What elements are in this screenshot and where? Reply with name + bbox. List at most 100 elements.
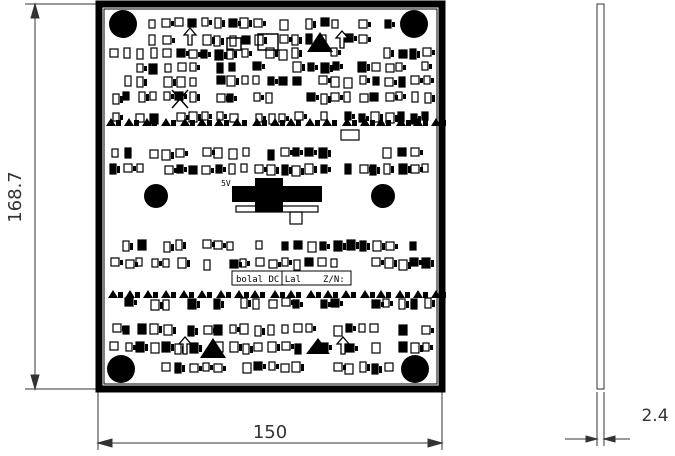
smd-component: [278, 49, 288, 61]
smd-pad: [431, 260, 434, 267]
smd-component: [229, 324, 237, 334]
smd-component: [265, 92, 273, 104]
smd-component: [163, 76, 173, 88]
smd-pad: [328, 150, 331, 157]
smd-component: [369, 323, 379, 333]
led-component: [250, 290, 265, 298]
led-component: [341, 290, 356, 298]
smd-component: [279, 34, 289, 44]
smd-pad: [262, 328, 265, 335]
smd-component: [268, 361, 276, 371]
led-component: [395, 290, 410, 298]
smd-component: [201, 165, 211, 175]
smd-pad: [420, 150, 423, 155]
smd-pad: [406, 301, 409, 308]
smd-pad: [300, 150, 303, 155]
smd-component: [214, 49, 224, 61]
smd-component: [239, 17, 249, 29]
panel-label-box: [231, 270, 352, 286]
ic-center-bottom: [289, 211, 303, 225]
esd-warning-bottom-left: [200, 338, 226, 358]
orientation-arrows: [177, 27, 351, 355]
led-component: [306, 290, 321, 298]
smd-component: [254, 325, 262, 337]
led-component: [413, 290, 428, 298]
smd-pad: [234, 51, 237, 58]
smd-component: [254, 34, 264, 46]
smd-component: [320, 93, 328, 105]
smd-component: [201, 17, 209, 27]
smd-component: [175, 239, 183, 251]
smd-component: [331, 19, 339, 29]
smd-component: [163, 324, 173, 336]
smd-pad: [221, 301, 224, 308]
smd-pad: [160, 302, 163, 309]
smd-pad: [250, 346, 253, 353]
smd-component: [111, 148, 119, 158]
smd-component: [306, 92, 316, 102]
smd-pad: [249, 51, 252, 56]
smd-component: [385, 63, 395, 73]
smd-component: [229, 113, 239, 123]
smd-component: [398, 163, 408, 175]
led-component: [360, 118, 375, 126]
smd-pad: [208, 52, 211, 57]
smd-pad: [120, 96, 123, 103]
led-component: [323, 290, 338, 298]
smd-pad: [366, 116, 369, 121]
smd-pad: [330, 65, 333, 72]
smd-pad: [197, 94, 200, 101]
smd-component: [255, 257, 265, 267]
smd-pad: [353, 326, 356, 331]
smd-pad: [146, 94, 149, 101]
smd-component: [398, 76, 406, 88]
smd-component: [398, 49, 408, 59]
smd-component: [112, 93, 120, 105]
connector-right: [282, 186, 322, 202]
smd-component: [174, 17, 184, 27]
smd-component: [330, 92, 340, 102]
arrow-up-4: [335, 336, 351, 355]
smd-pad: [431, 328, 434, 333]
smd-component: [281, 341, 291, 351]
led-component: [342, 118, 357, 126]
smd-pad: [223, 366, 226, 371]
smd-component: [268, 299, 278, 309]
smd-component: [203, 325, 213, 335]
smd-pad: [340, 64, 343, 69]
smd-pad: [277, 344, 280, 351]
smd-component: [138, 91, 146, 103]
smd-component: [397, 147, 407, 157]
smd-component: [228, 148, 238, 160]
smd-component: [319, 241, 327, 251]
smd-component: [149, 91, 157, 101]
smd-component: [369, 164, 377, 176]
smd-component: [177, 257, 187, 269]
smd-component: [136, 163, 144, 173]
smd-pad: [382, 243, 385, 250]
smd-component: [384, 77, 394, 87]
smd-component: [149, 149, 159, 159]
smd-component: [252, 75, 260, 85]
smd-pad: [327, 244, 330, 249]
smd-component: [395, 91, 403, 101]
smd-pad: [299, 50, 302, 57]
smd-component: [149, 323, 159, 335]
smd-component: [267, 76, 275, 86]
smd-component: [135, 257, 143, 267]
smd-component: [369, 92, 379, 102]
smd-pad: [210, 365, 213, 370]
smd-pad: [133, 345, 136, 350]
smd-component: [254, 164, 264, 174]
smd-pad: [408, 166, 411, 173]
led-component: [214, 118, 229, 126]
width-dimension: [96, 392, 444, 450]
smd-component: [305, 33, 313, 45]
smd-component: [423, 75, 431, 85]
smd-pad: [223, 167, 226, 172]
smd-component: [358, 19, 368, 29]
smd-component: [135, 113, 145, 123]
smd-component: [358, 34, 368, 44]
smd-component: [384, 19, 392, 29]
smd-component: [395, 62, 403, 72]
